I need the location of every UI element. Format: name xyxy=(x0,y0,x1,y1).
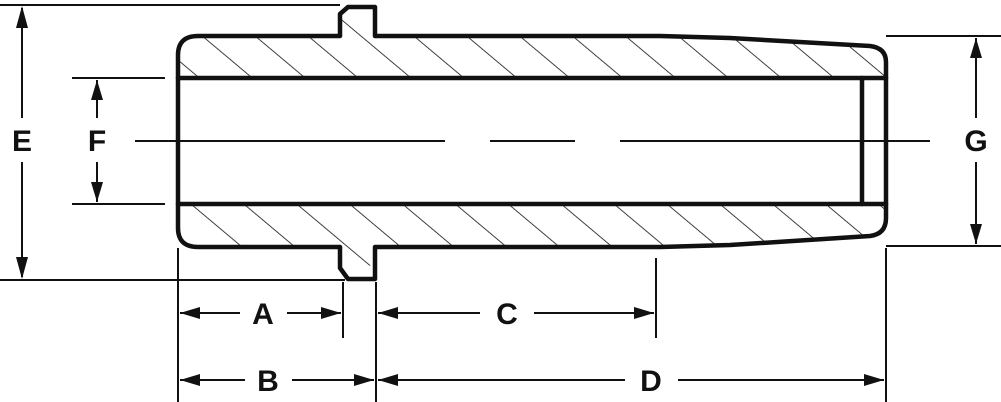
dimension-A: A xyxy=(180,298,341,331)
dimension-C: C xyxy=(378,298,654,331)
label-A: A xyxy=(252,298,274,331)
extension-lines xyxy=(0,4,1001,402)
dimension-G: G xyxy=(964,38,988,244)
upper-wall-hatching xyxy=(178,7,884,78)
label-E: E xyxy=(12,125,32,158)
label-F: F xyxy=(88,125,106,158)
label-C: C xyxy=(496,298,518,331)
label-G: G xyxy=(964,125,987,158)
label-D: D xyxy=(640,365,662,398)
dimension-E: E xyxy=(12,6,32,279)
lower-wall-hatching xyxy=(178,204,884,278)
dimension-D: D xyxy=(378,365,884,398)
label-B: B xyxy=(257,365,279,398)
dimension-B: B xyxy=(180,365,374,398)
dimension-F: F xyxy=(88,80,106,202)
